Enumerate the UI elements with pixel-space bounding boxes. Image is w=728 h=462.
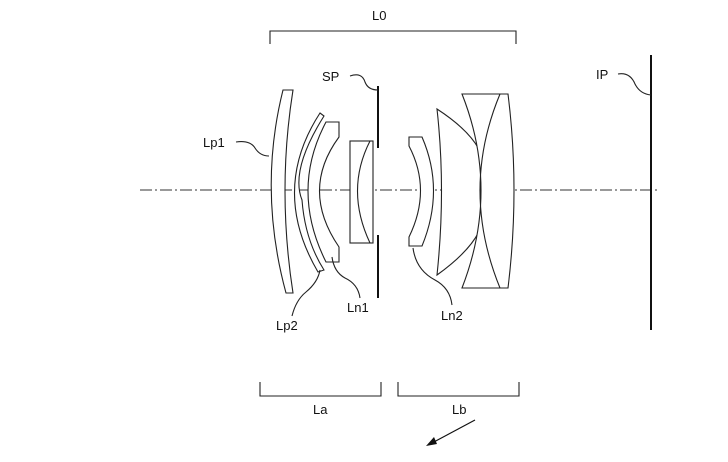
lens-rear-doublet [461,93,515,289]
leader-ip [617,73,652,96]
label-sp: SP [322,69,339,84]
label-la: La [313,402,328,417]
lens-ln1 [307,121,340,263]
label-lp1: Lp1 [203,135,225,150]
leader-ln1 [331,256,361,299]
label-lb: Lb [452,402,466,417]
leader-ln2 [412,247,453,306]
label-ln1: Ln1 [347,300,369,315]
leader-sp [349,74,379,91]
bracket-l0 [269,30,517,44]
label-l0: L0 [372,8,386,23]
label-ln2: Ln2 [441,308,463,323]
lens-lp1 [270,89,294,294]
lens-ln2 [408,136,434,247]
rear-doublet-interface [479,93,501,289]
doublet-interface [357,140,371,244]
leader-lp2 [291,269,321,317]
label-ip: IP [596,67,608,82]
bracket-lb [397,382,520,397]
leader-lp1 [235,141,270,157]
arrow-head-icon [426,437,437,446]
movement-arrow [431,419,476,444]
bracket-la [259,382,382,397]
lens-lp2 [293,112,325,273]
lens-doublet-front [349,140,374,244]
label-lp2: Lp2 [276,318,298,333]
